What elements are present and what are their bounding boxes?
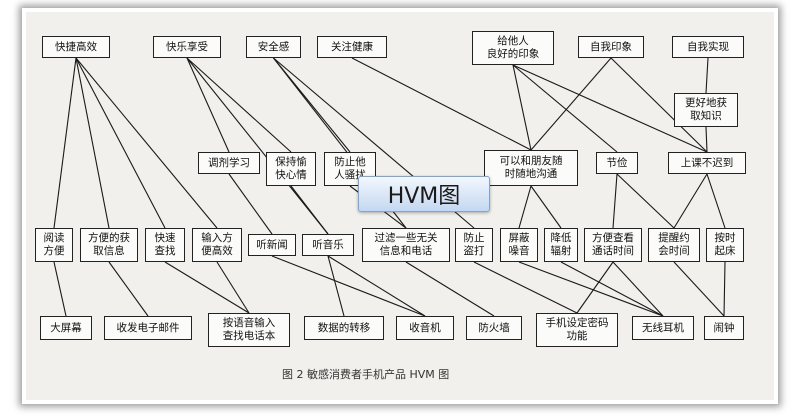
node-kuaijie-gaoxiao: 快捷高效 bbox=[42, 36, 110, 58]
node-pengyou-goutong: 可以和朋友随 时随地沟通 bbox=[484, 150, 578, 186]
link-f1-a1 bbox=[53, 261, 67, 317]
node-anquangan: 安全感 bbox=[246, 36, 301, 58]
node-baochi-yukuai-xinqing: 保持愉 快心情 bbox=[266, 152, 316, 186]
node-wuxian-erji: 无线耳机 bbox=[632, 316, 694, 340]
link-f3-a3 bbox=[164, 261, 250, 314]
node-ziwo-yinxiang: 自我印象 bbox=[578, 36, 644, 58]
link-c4-f10 bbox=[530, 185, 562, 229]
node-gei-taren-yinxiang: 给他人 良好的印象 bbox=[472, 31, 554, 65]
node-fangbian-huoqu-xinxi: 方便的获 取信息 bbox=[80, 228, 138, 262]
link-f6-a5 bbox=[327, 255, 426, 317]
hvm-overlay-label: HVM图 bbox=[358, 176, 490, 212]
link-v2-c1 bbox=[186, 57, 230, 153]
link-f7-a6 bbox=[405, 261, 495, 317]
link-v1-f3 bbox=[75, 57, 166, 229]
node-tixing-yuehui-shijian: 提醒约 会时间 bbox=[648, 228, 700, 262]
node-pingbi-zaoyin: 屏蔽 噪音 bbox=[500, 228, 538, 262]
node-anshi-qichuang: 按时 起床 bbox=[706, 228, 744, 262]
link-c5-f11 bbox=[612, 173, 618, 229]
node-jiejian: 节俭 bbox=[596, 152, 638, 174]
link-f11-a7 bbox=[576, 261, 614, 314]
link-f5-a5 bbox=[271, 255, 426, 317]
link-c5-f12 bbox=[616, 173, 675, 229]
link-v5-c6 bbox=[512, 64, 708, 153]
link-f2-a2 bbox=[108, 261, 149, 317]
node-da-pingmu: 大屏幕 bbox=[40, 316, 92, 340]
node-ziwo-shixian: 自我实现 bbox=[672, 36, 744, 58]
link-v2-c2 bbox=[186, 57, 292, 153]
node-shouyinji: 收音机 bbox=[396, 316, 454, 340]
link-m1-c6 bbox=[705, 126, 708, 153]
link-v1-f2 bbox=[75, 57, 110, 229]
link-f10-a8 bbox=[560, 261, 664, 317]
node-shouji-mima-gongneng: 手机设定密码 功能 bbox=[536, 313, 618, 347]
link-c6-f13 bbox=[706, 173, 726, 229]
node-shoufa-dianzi-youjian: 收发电子邮件 bbox=[104, 316, 192, 340]
link-f13-a9 bbox=[723, 261, 726, 317]
node-kuaisu-chazhao: 快速 查找 bbox=[145, 228, 185, 262]
node-shuru-fangbian-gaoxiao: 输入方 便高效 bbox=[192, 228, 242, 262]
link-v4-c4 bbox=[351, 57, 532, 151]
link-c4-f9 bbox=[518, 185, 532, 229]
link-v7-m1 bbox=[705, 57, 709, 94]
link-v1-f4 bbox=[75, 57, 218, 229]
link-c6-f12 bbox=[673, 173, 708, 229]
node-chakan-tonghua-shijian: 方便查看 通话时间 bbox=[584, 228, 642, 262]
node-jiangdi-fushe: 降低 辐射 bbox=[544, 228, 578, 262]
node-guolv-xinxi-dianhua: 过滤一些无关 信息和电话 bbox=[362, 228, 450, 262]
figure-caption: 图 2 敏感消费者手机产品 HVM 图 bbox=[282, 368, 450, 381]
node-tiaoji-xuexi: 调剂学习 bbox=[198, 152, 260, 174]
node-fangzhi-daoda: 防止 盗打 bbox=[455, 228, 493, 262]
node-shangke-buchidao: 上课不迟到 bbox=[668, 152, 746, 174]
node-ting-yinyue: 听音乐 bbox=[302, 234, 354, 256]
node-naozhong: 闹钟 bbox=[704, 316, 744, 340]
link-c2-f6 bbox=[290, 185, 329, 235]
link-c1-f5 bbox=[228, 173, 273, 235]
link-f11-a8 bbox=[612, 261, 664, 317]
link-v2-f6 bbox=[186, 57, 329, 235]
node-kuaile-xiangshou: 快乐享受 bbox=[153, 36, 221, 58]
link-v5-c4 bbox=[512, 64, 532, 151]
link-f12-a9 bbox=[673, 261, 725, 317]
link-v6-c4 bbox=[530, 57, 612, 151]
link-v1-f1 bbox=[53, 57, 77, 229]
link-v5-c5 bbox=[512, 64, 618, 153]
node-guanzhu-jiankang: 关注健康 bbox=[317, 36, 387, 58]
link-f8-a7 bbox=[473, 261, 578, 314]
node-yuyin-shuru-dianhuaben: 按语音输入 查找电话本 bbox=[208, 313, 290, 347]
link-v6-c6 bbox=[610, 57, 708, 153]
link-f6-a4 bbox=[327, 255, 345, 317]
link-f4-a3 bbox=[216, 261, 250, 314]
node-yuedu-fangbian: 阅读 方便 bbox=[35, 228, 73, 262]
node-ting-xinwen: 听新闻 bbox=[248, 234, 296, 256]
node-geng-hao-huoqu-zhishi: 更好地获 取知识 bbox=[674, 93, 738, 127]
link-f9-a8 bbox=[518, 261, 664, 317]
node-fanghuoqiang: 防火墙 bbox=[466, 316, 522, 340]
node-shuju-zhuanyi: 数据的转移 bbox=[304, 316, 384, 340]
